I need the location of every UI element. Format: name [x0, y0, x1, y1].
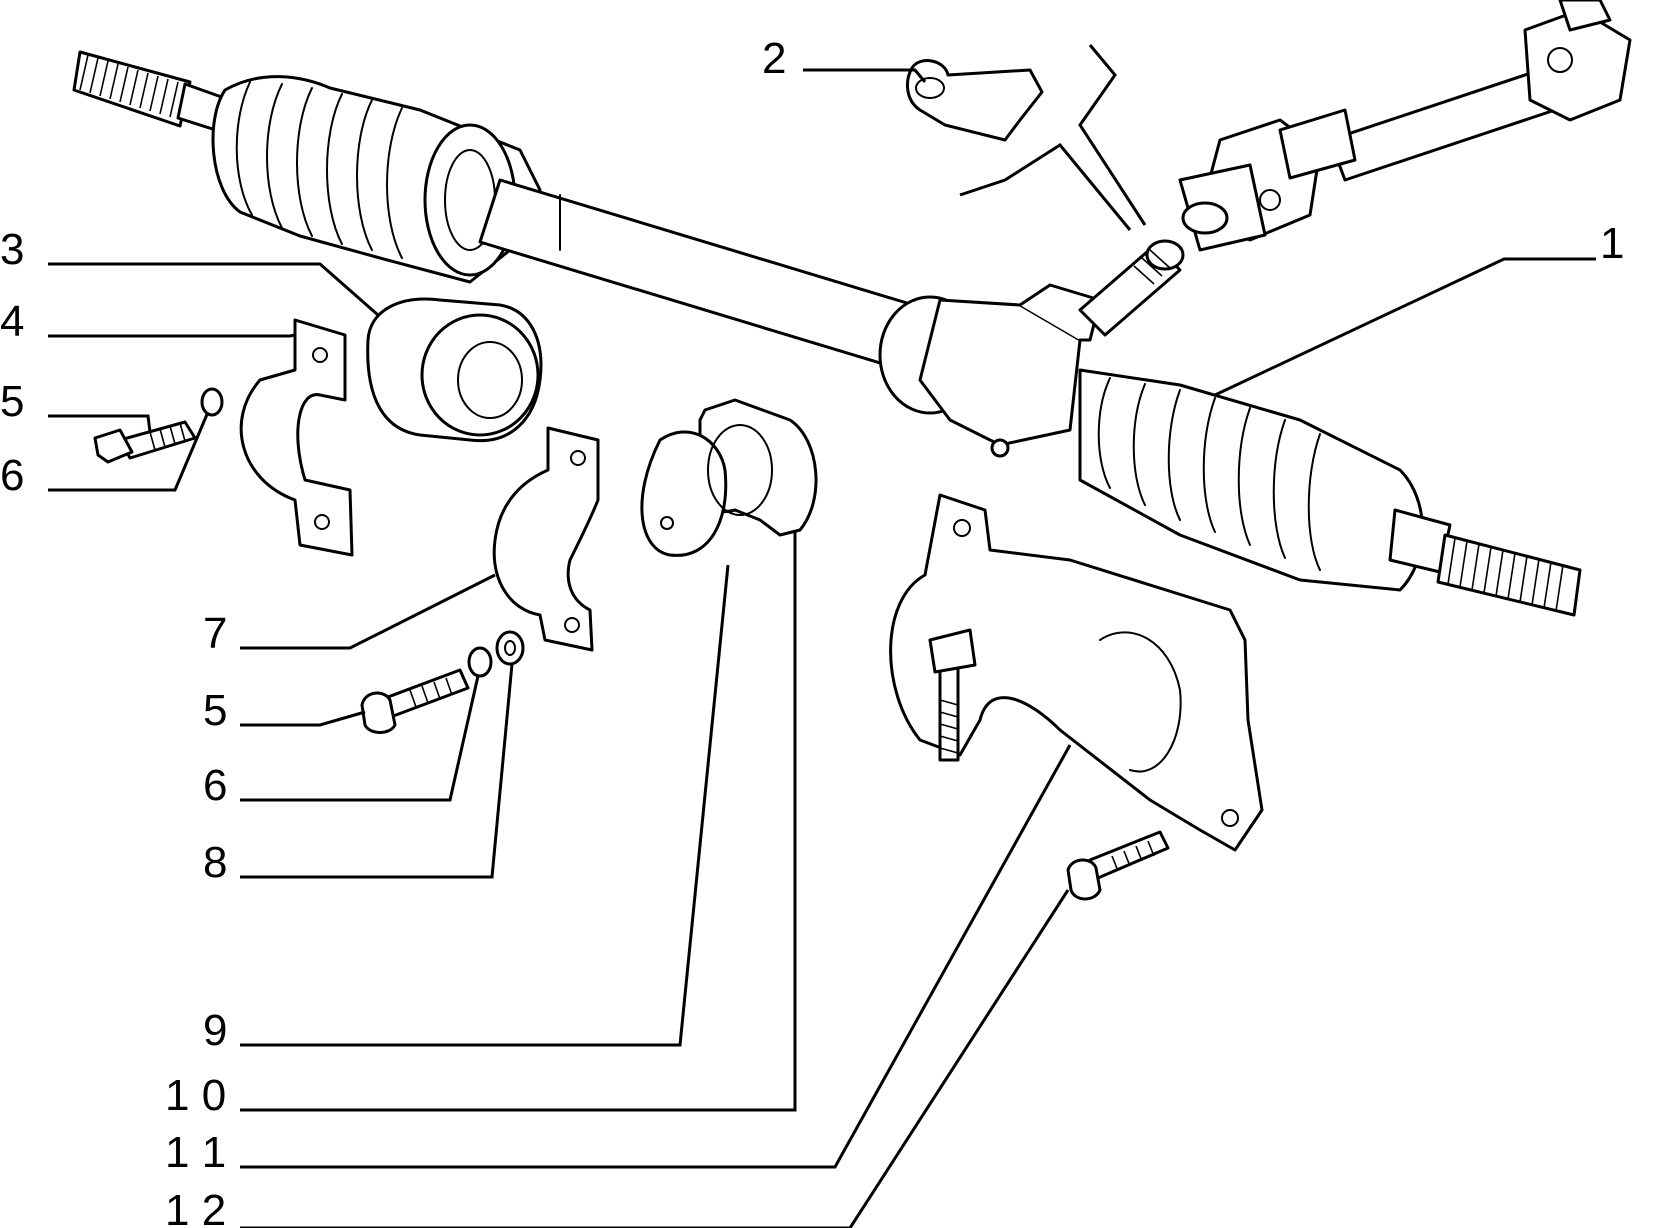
part-6-washer-upper — [200, 387, 224, 417]
callout-1: 1 — [1600, 219, 1624, 268]
steering-shaft-universal-joint — [1178, 0, 1632, 252]
part-4-u-bracket — [239, 318, 354, 557]
callout-9: 9 — [203, 1006, 227, 1055]
callout-5b: 5 — [203, 686, 227, 735]
callout-labels: 1 2 3 4 5 6 7 5 6 8 9 1 0 1 1 1 2 — [0, 34, 1624, 1228]
right-tie-rod-thread — [1388, 508, 1582, 617]
part-11-mounting-bracket — [889, 493, 1264, 852]
leader-5b — [240, 710, 366, 727]
part-8-washer — [495, 630, 525, 666]
callout-3: 3 — [0, 225, 24, 274]
part-2-clamp — [906, 59, 1044, 142]
leader-9 — [240, 564, 730, 1047]
leader-3 — [48, 262, 379, 317]
leader-6a — [48, 411, 210, 492]
leader-1 — [1214, 257, 1596, 397]
right-bellows-boot — [1078, 368, 1424, 592]
leader-8 — [240, 663, 514, 879]
leader-7 — [240, 573, 496, 650]
steering-rack-assembly — [72, 50, 1582, 617]
rack-tube — [478, 178, 932, 374]
connection-bracket-lines — [959, 44, 1147, 231]
leader-12 — [240, 889, 1070, 1228]
leader-5a — [48, 414, 152, 433]
callout-7: 7 — [203, 609, 227, 658]
leader-6b — [240, 675, 480, 802]
callout-12: 1 2 — [165, 1186, 226, 1228]
callout-5a: 5 — [0, 377, 24, 426]
leader-2 — [803, 68, 927, 83]
callout-11: 1 1 — [165, 1128, 226, 1177]
part-3-rubber-bush — [366, 297, 543, 443]
part-12-bolt — [1066, 830, 1170, 901]
left-bellows-boot — [211, 75, 542, 284]
pinion-housing — [878, 239, 1185, 458]
part-9-10-split-bush — [640, 398, 818, 557]
callout-4: 4 — [0, 297, 24, 346]
left-tie-rod-thread — [72, 50, 232, 134]
part-7-half-clamp — [492, 426, 600, 652]
leader-lines — [48, 68, 1596, 1228]
leader-4 — [48, 333, 296, 338]
callout-10: 1 0 — [165, 1071, 226, 1120]
callout-8: 8 — [203, 838, 227, 887]
callout-2: 2 — [762, 34, 786, 83]
part-6-washer-lower — [467, 646, 493, 678]
part-5-bolt-upper — [93, 420, 197, 464]
callout-6a: 6 — [0, 451, 24, 500]
leader-10 — [240, 532, 797, 1112]
part-5-bolt-lower — [360, 668, 470, 734]
callout-6b: 6 — [203, 761, 227, 810]
leader-11 — [240, 744, 1072, 1169]
